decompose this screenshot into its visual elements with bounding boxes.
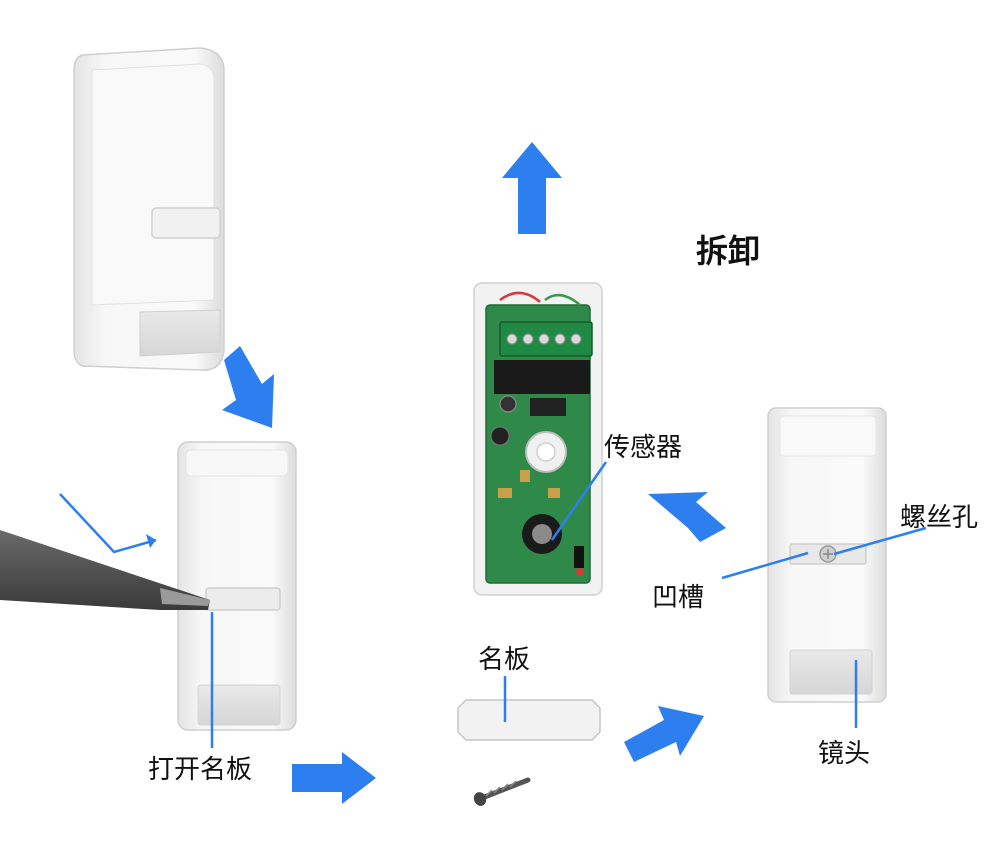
arrows: [222, 142, 726, 804]
lens-window: [789, 649, 873, 695]
arrow-up-right: [624, 706, 704, 762]
detector-closed: [73, 47, 225, 371]
nameplate-slot: [151, 207, 221, 239]
title: 拆卸: [696, 232, 760, 270]
screw: [473, 777, 531, 806]
arrow-up: [502, 142, 562, 234]
arrow-down-right: [222, 346, 274, 428]
led: [576, 568, 584, 576]
lens-window: [139, 309, 221, 357]
arrow-left: [648, 492, 726, 542]
detector-cover: [767, 407, 887, 703]
pry-direction-arrow: [59, 493, 157, 554]
label-groove: 凹槽: [652, 583, 704, 613]
label-screw-hole: 螺丝孔: [900, 503, 978, 533]
label-open-nameplate: 打开名板: [148, 755, 252, 785]
nameplate: [205, 587, 281, 611]
label-nameplate: 名板: [478, 645, 530, 675]
nameplate-piece: [457, 699, 601, 741]
leader-screw-hole: [833, 526, 927, 556]
leader-sensor: [550, 461, 608, 541]
detector-pcb: [473, 282, 603, 596]
relay: [494, 360, 590, 394]
leader-groove: [721, 551, 809, 580]
lens-window: [197, 684, 281, 726]
pry-direction-arrowhead: [146, 534, 156, 548]
label-sensor: 传感器: [604, 433, 682, 463]
arrow-right-bottom: [292, 752, 376, 804]
pry-tool: [0, 530, 210, 610]
detector-open-nameplate: [177, 441, 297, 731]
leader-lines: [210, 461, 927, 748]
label-lens: 镜头: [818, 739, 870, 769]
